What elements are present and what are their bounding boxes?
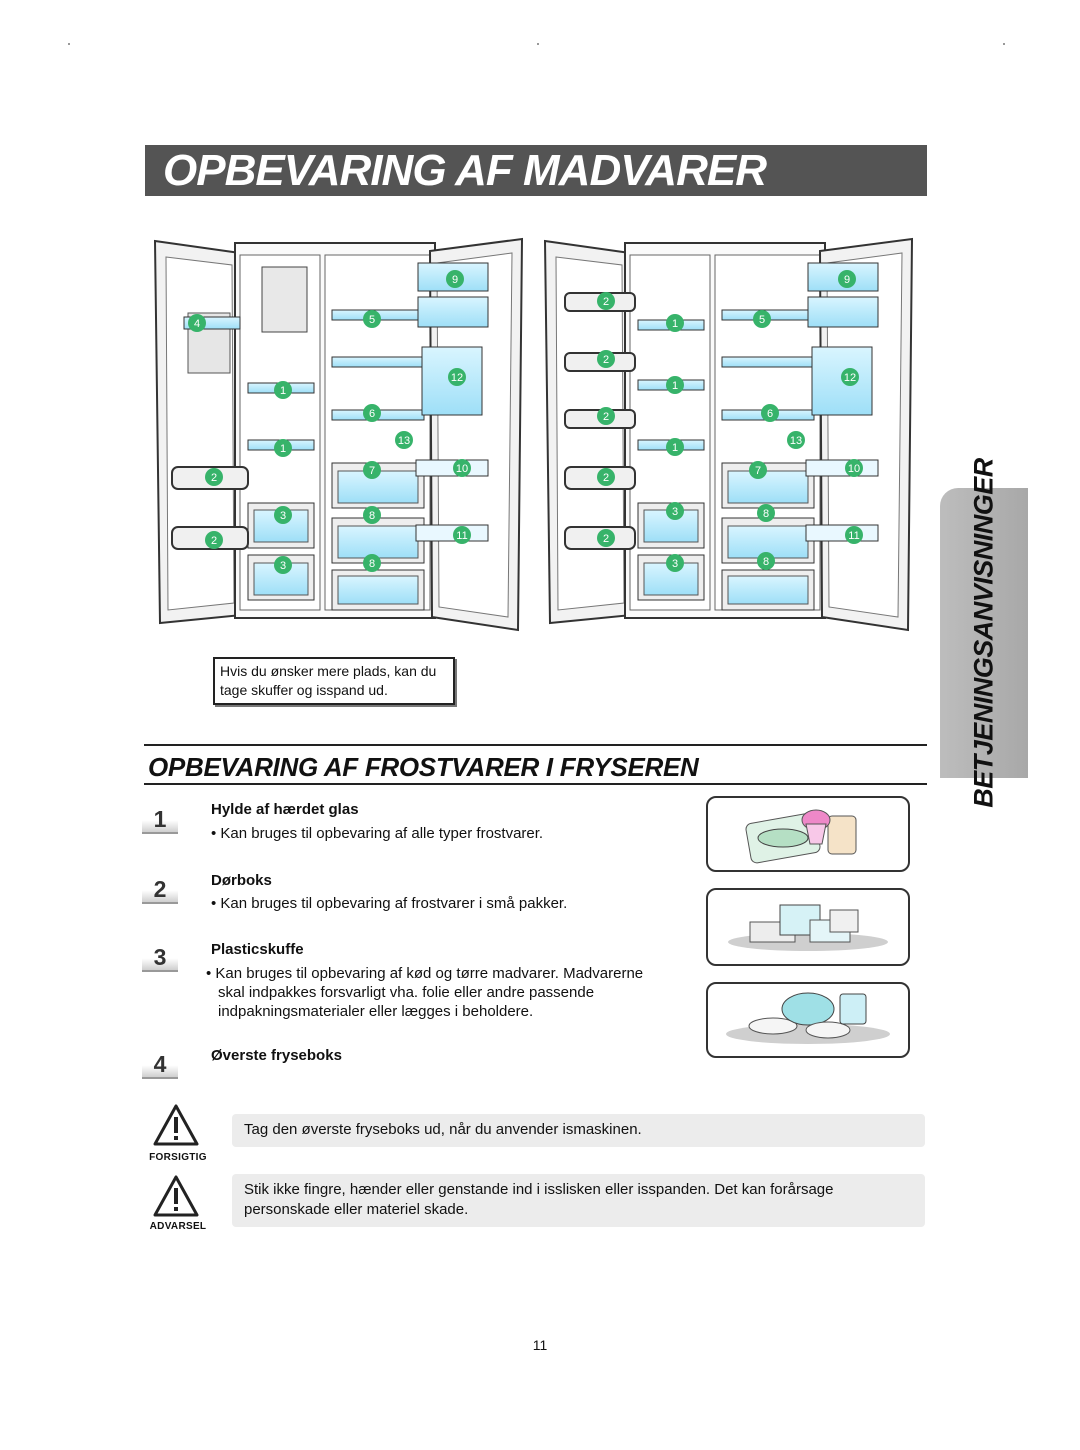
svg-text:3: 3 (280, 510, 286, 522)
caution-box (232, 1114, 925, 1147)
svg-text:11: 11 (848, 530, 859, 542)
section-rule-top (144, 744, 927, 746)
svg-text:11: 11 (456, 530, 467, 542)
svg-text:1: 1 (280, 443, 286, 455)
frozen-food-illustration-2 (706, 888, 910, 966)
section-title: OPBEVARING AF FROSTVARER I FRYSEREN (148, 752, 699, 782)
svg-text:3: 3 (672, 558, 678, 570)
svg-text:5: 5 (759, 314, 765, 326)
caution-label: FORSIGTIG (149, 1152, 207, 1163)
svg-text:4: 4 (194, 318, 200, 330)
svg-text:2: 2 (603, 533, 609, 545)
warning-label: ADVARSEL (149, 1221, 207, 1232)
item-heading: Øverste fryseboks (211, 1047, 342, 1064)
svg-text:8: 8 (369, 558, 375, 570)
svg-text:1: 1 (280, 385, 286, 397)
svg-text:12: 12 (451, 372, 463, 384)
item-heading: Dørboks (211, 872, 272, 889)
item-number-badge: 4 (142, 1051, 178, 1079)
note-box: Hvis du ønsker mere plads, kan du tage s… (213, 657, 455, 705)
item-text: • Kan bruges til opbevaring af frostvare… (211, 895, 568, 912)
side-tab: BETJENINGSANVISNINGER (940, 458, 1028, 808)
item-text: indpakningsmaterialer eller lægges i beh… (218, 1003, 534, 1020)
svg-text:1: 1 (672, 380, 678, 392)
item-number-badge: 2 (142, 876, 178, 904)
svg-text:8: 8 (763, 508, 769, 520)
svg-text:6: 6 (767, 408, 773, 420)
svg-text:6: 6 (369, 408, 375, 420)
svg-text:7: 7 (755, 465, 761, 477)
item-heading: Hylde af hærdet glas (211, 801, 359, 818)
svg-text:7: 7 (369, 465, 375, 477)
page-number: 11 (532, 1337, 548, 1353)
item-text: skal indpakkes forsvarligt vha. folie el… (218, 984, 595, 1001)
svg-text:2: 2 (603, 472, 609, 484)
svg-text:1: 1 (672, 442, 678, 454)
svg-text:9: 9 (452, 274, 458, 286)
side-tab-label: BETJENINGSANVISNINGER (968, 458, 999, 808)
warning-text-line-1: Stik ikke fingre, hænder eller genstande… (244, 1181, 834, 1198)
svg-text:13: 13 (790, 435, 802, 447)
item-number-badge: 3 (142, 944, 178, 972)
warning-box (232, 1174, 925, 1227)
caution-text: Tag den øverste fryseboks ud, når du anv… (244, 1121, 642, 1138)
item-heading: Plasticskuffe (211, 941, 304, 958)
fridge-diagram-left: 4 5 9 12 1 1 6 13 2 7 10 3 8 11 2 3 8 (153, 237, 524, 632)
warning-text-line-2: personskade eller materiel skade. (244, 1201, 469, 1218)
svg-text:10: 10 (848, 463, 860, 475)
fridge-diagram-right: 2 1 5 9 2 12 1 2 6 1 13 2 7 10 3 8 11 2 … (543, 237, 914, 632)
item-number-badge: 1 (142, 806, 178, 834)
svg-text:9: 9 (844, 274, 850, 286)
svg-text:5: 5 (369, 314, 375, 326)
item-text: • Kan bruges til opbevaring af alle type… (211, 825, 544, 842)
section-rule-bottom (144, 783, 927, 785)
svg-text:3: 3 (672, 506, 678, 518)
svg-text:2: 2 (603, 411, 609, 423)
svg-text:2: 2 (603, 354, 609, 366)
item-text: • Kan bruges til opbevaring af kød og tø… (206, 965, 644, 982)
svg-text:8: 8 (763, 556, 769, 568)
frozen-food-illustration-3 (706, 982, 910, 1058)
page-title: OPBEVARING AF MADVARER (145, 145, 927, 196)
caution-triangle-icon (153, 1104, 199, 1146)
svg-text:1: 1 (672, 318, 678, 330)
svg-text:2: 2 (211, 535, 217, 547)
warning-triangle-icon (153, 1175, 199, 1217)
svg-text:13: 13 (398, 435, 410, 447)
svg-text:12: 12 (844, 372, 856, 384)
svg-text:2: 2 (211, 472, 217, 484)
svg-text:8: 8 (369, 510, 375, 522)
svg-text:2: 2 (603, 296, 609, 308)
frozen-food-illustration-1 (706, 796, 910, 872)
svg-text:10: 10 (456, 463, 468, 475)
svg-text:3: 3 (280, 560, 286, 572)
